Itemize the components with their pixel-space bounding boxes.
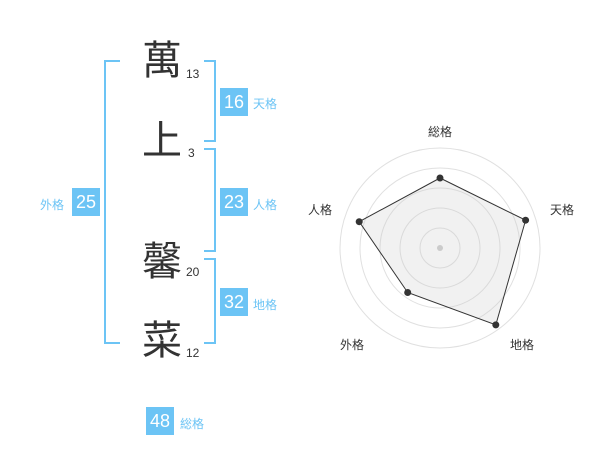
gaikaku-bracket bbox=[104, 60, 120, 344]
radar-polygon bbox=[358, 177, 527, 326]
radar-point-1 bbox=[522, 216, 530, 224]
radar-point-0 bbox=[436, 174, 444, 182]
stroke-count-3: 20 bbox=[186, 265, 200, 279]
tenkaku-value: 16 bbox=[220, 88, 248, 116]
tenkaku-label: 天格 bbox=[253, 97, 278, 111]
gaikaku-label: 外格 bbox=[40, 198, 65, 212]
radar-label-gaikaku: 外格 bbox=[340, 338, 365, 352]
radar-grid bbox=[339, 147, 541, 349]
radar-point-4 bbox=[355, 218, 363, 226]
stroke-count-1: 13 bbox=[186, 67, 200, 81]
stroke-count-4: 12 bbox=[186, 346, 200, 360]
name-char-4: 菜 bbox=[142, 318, 182, 364]
radar-label-tenkaku: 天格 bbox=[550, 203, 575, 217]
jinkaku-value: 23 bbox=[220, 188, 248, 216]
stroke-count-2: 3 bbox=[188, 146, 195, 160]
jinkaku-label: 人格 bbox=[253, 198, 278, 212]
radar-points bbox=[355, 174, 530, 329]
radar-label-soukaku: 総格 bbox=[428, 125, 453, 139]
jinkaku-bracket bbox=[204, 148, 216, 252]
radar-point-2 bbox=[492, 321, 500, 329]
radar-point-3 bbox=[404, 289, 412, 296]
name-char-2: 上 bbox=[142, 118, 182, 164]
chikaku-bracket bbox=[204, 258, 216, 344]
name-char-3: 馨 bbox=[142, 239, 182, 285]
soukaku-value: 48 bbox=[146, 407, 174, 435]
soukaku-label: 総格 bbox=[180, 417, 205, 431]
name-char-1: 萬 bbox=[142, 38, 182, 84]
chikaku-value: 32 bbox=[220, 288, 248, 316]
tenkaku-bracket bbox=[204, 60, 216, 142]
radar-label-chikaku: 地格 bbox=[510, 338, 535, 352]
chikaku-label: 地格 bbox=[253, 298, 278, 312]
gaikaku-value: 25 bbox=[72, 188, 100, 216]
radar-label-jinkaku: 人格 bbox=[308, 203, 333, 217]
